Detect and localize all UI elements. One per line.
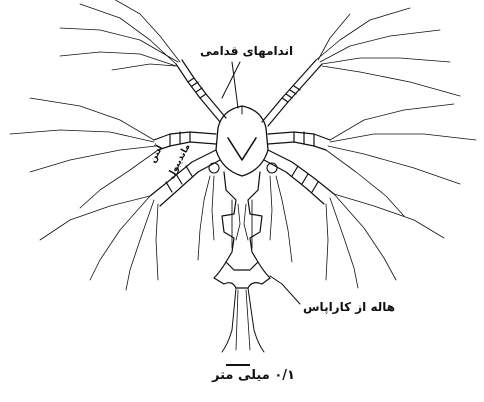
left-mandible xyxy=(40,150,220,290)
trunk xyxy=(222,172,262,270)
right-anterior-appendage xyxy=(262,8,460,126)
right-antenna xyxy=(268,104,476,216)
carapace-halo xyxy=(214,262,270,352)
scale-label: ۰/۱ میلی متر xyxy=(212,368,295,383)
anterior-appendages-label: اندامهای قدامی xyxy=(200,44,293,58)
carapace-halo-label: هاله از کاراپاس xyxy=(303,300,395,314)
scale-bar xyxy=(226,364,250,366)
carapace-head xyxy=(216,106,268,176)
left-anterior-appendage xyxy=(60,0,226,122)
